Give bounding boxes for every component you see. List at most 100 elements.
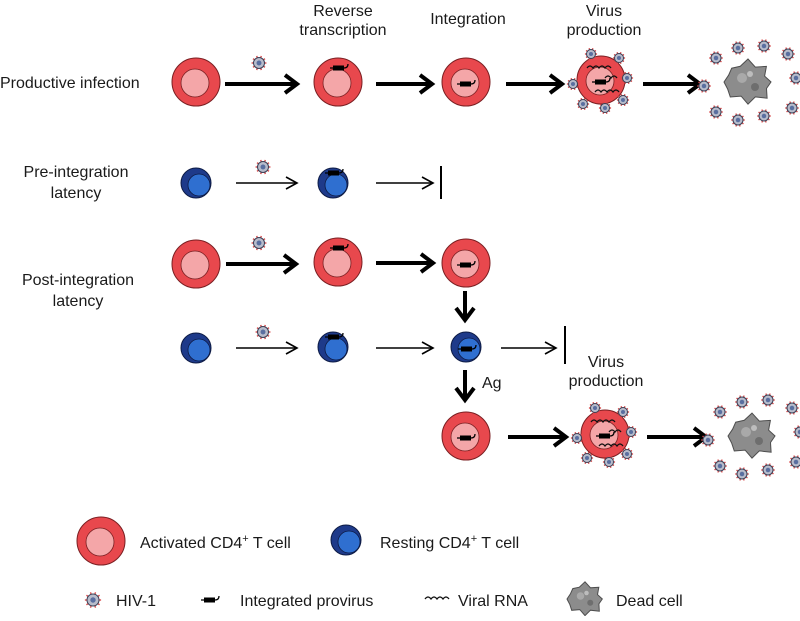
hiv-virion-icon <box>701 433 715 447</box>
viral-rna-icon <box>604 75 618 80</box>
arrow-post-2 <box>376 252 437 274</box>
activated-cd4-cell-icon <box>76 516 126 566</box>
hiv-virion-icon <box>789 455 800 469</box>
integrated-provirus-icon <box>325 168 344 176</box>
activated-cd4-cell-icon <box>566 48 634 114</box>
hiv-virion-icon <box>584 48 598 60</box>
header-reverse-line1: Reverse <box>313 3 373 20</box>
arrow-pre-1 <box>236 176 299 190</box>
arrow-productive-2 <box>376 73 436 95</box>
legend-hiv-label: HIV-1 <box>116 593 156 610</box>
hiv-virion-icon <box>785 401 799 415</box>
hiv-virion-icon <box>251 55 267 71</box>
hiv-virion-icon <box>731 113 745 127</box>
row-pre-line2: latency <box>51 185 102 202</box>
activated-cd4-cell-icon <box>313 237 363 287</box>
hiv-virion-icon <box>576 98 590 110</box>
integrated-provirus-icon <box>458 344 477 352</box>
hiv-virion-icon <box>735 395 749 409</box>
hiv-virion-icon <box>620 448 634 460</box>
integrated-provirus-icon <box>457 433 476 441</box>
arrow-productive-4 <box>643 73 704 95</box>
hiv-virion-icon <box>697 79 711 93</box>
arrow-productive-1 <box>225 73 301 95</box>
dead-cell-icon <box>723 58 772 105</box>
virus-production-lower-label: Virus production <box>569 354 644 390</box>
arrow-ag-down <box>454 370 476 404</box>
arrow-reactivated-1 <box>508 426 570 448</box>
hiv-virion-icon <box>709 51 723 65</box>
resting-cd4-cell-icon <box>180 332 212 364</box>
hiv-virion-icon <box>761 463 775 477</box>
hiv-virion-icon <box>793 425 800 439</box>
arrow-resting-2 <box>376 341 435 355</box>
activated-cd4-cell-icon <box>171 239 221 289</box>
row-label-pre-integration: Pre-integration latency <box>24 164 129 202</box>
hiv-virion-icon <box>616 406 630 418</box>
hiv-virion-icon <box>616 94 630 106</box>
activated-cd4-cell-icon <box>441 238 491 288</box>
viral-rna-icon <box>590 419 616 424</box>
header-integration: Integration <box>430 11 506 28</box>
arrow-down-to-resting <box>454 291 476 324</box>
hiv-virion-icon <box>757 109 771 123</box>
viral-rna-icon <box>424 596 450 601</box>
hiv-virion-icon <box>255 159 271 175</box>
resting-cd4-cell-icon <box>317 331 349 363</box>
viral-rna-icon <box>586 65 612 70</box>
dead-cell-cluster-top <box>697 39 800 127</box>
dead-cell-cluster-bottom <box>701 393 800 481</box>
integrated-provirus-icon <box>330 243 349 251</box>
legend-dead-cell-label: Dead cell <box>616 593 683 610</box>
activated-cd4-cell-icon <box>171 57 221 107</box>
arrow-reactivated-2 <box>647 426 710 448</box>
hiv-virion-icon <box>580 452 594 464</box>
arrow-resting-1 <box>236 341 299 355</box>
legend-provirus-label: Integrated provirus <box>240 593 373 610</box>
arrow-post-1 <box>226 253 300 275</box>
activated-cd4-cell-icon <box>570 402 638 468</box>
header-virus-line1: Virus <box>586 3 622 20</box>
row-post-line2: latency <box>53 293 104 310</box>
hiv-virion-icon <box>713 405 727 419</box>
legend-resting-label: Resting CD4+ T cell <box>380 533 519 552</box>
hiv-virion-icon <box>612 52 626 64</box>
row-pre-line1: Pre-integration <box>24 164 129 181</box>
hiv-virion-icon <box>761 393 775 407</box>
vp-lower-line2: production <box>569 373 644 390</box>
legend-activated-label: Activated CD4+ T cell <box>140 533 291 552</box>
row-label-productive: Productive infection <box>0 75 140 92</box>
viral-rna-icon <box>594 89 620 94</box>
vp-lower-line1: Virus <box>588 354 624 371</box>
viral-rna-icon <box>608 429 622 434</box>
row-label-post-integration: Post-integration latency <box>22 272 134 310</box>
hiv-virion-icon <box>84 592 102 608</box>
resting-cd4-cell-icon <box>317 167 349 199</box>
activated-cd4-cell-icon <box>313 57 363 107</box>
hiv-virion-icon <box>731 41 745 55</box>
hiv-virion-icon <box>757 39 771 53</box>
header-reverse-transcription: Reverse transcription <box>299 3 386 39</box>
hiv-virion-icon <box>713 459 727 473</box>
integrated-provirus-icon <box>330 63 349 71</box>
hiv-virion-icon <box>588 402 602 414</box>
integrated-provirus-icon <box>457 79 476 87</box>
hiv-virion-icon <box>566 78 580 90</box>
arrow-pre-2 <box>376 176 435 190</box>
header-reverse-line2: transcription <box>299 22 386 39</box>
dead-cell-icon <box>566 581 603 617</box>
row-post-line1: Post-integration <box>22 272 134 289</box>
ag-label: Ag <box>482 375 502 392</box>
integrated-provirus-icon <box>201 595 220 603</box>
legend-viral-rna-label: Viral RNA <box>458 593 528 610</box>
resting-cd4-cell-icon <box>180 167 212 199</box>
hiv-virion-icon <box>602 456 616 468</box>
hiv-virion-icon <box>735 467 749 481</box>
integrated-provirus-icon <box>592 77 611 85</box>
activated-cd4-cell-icon <box>441 57 491 107</box>
hiv-virion-icon <box>598 102 612 114</box>
integrated-provirus-icon <box>457 260 476 268</box>
